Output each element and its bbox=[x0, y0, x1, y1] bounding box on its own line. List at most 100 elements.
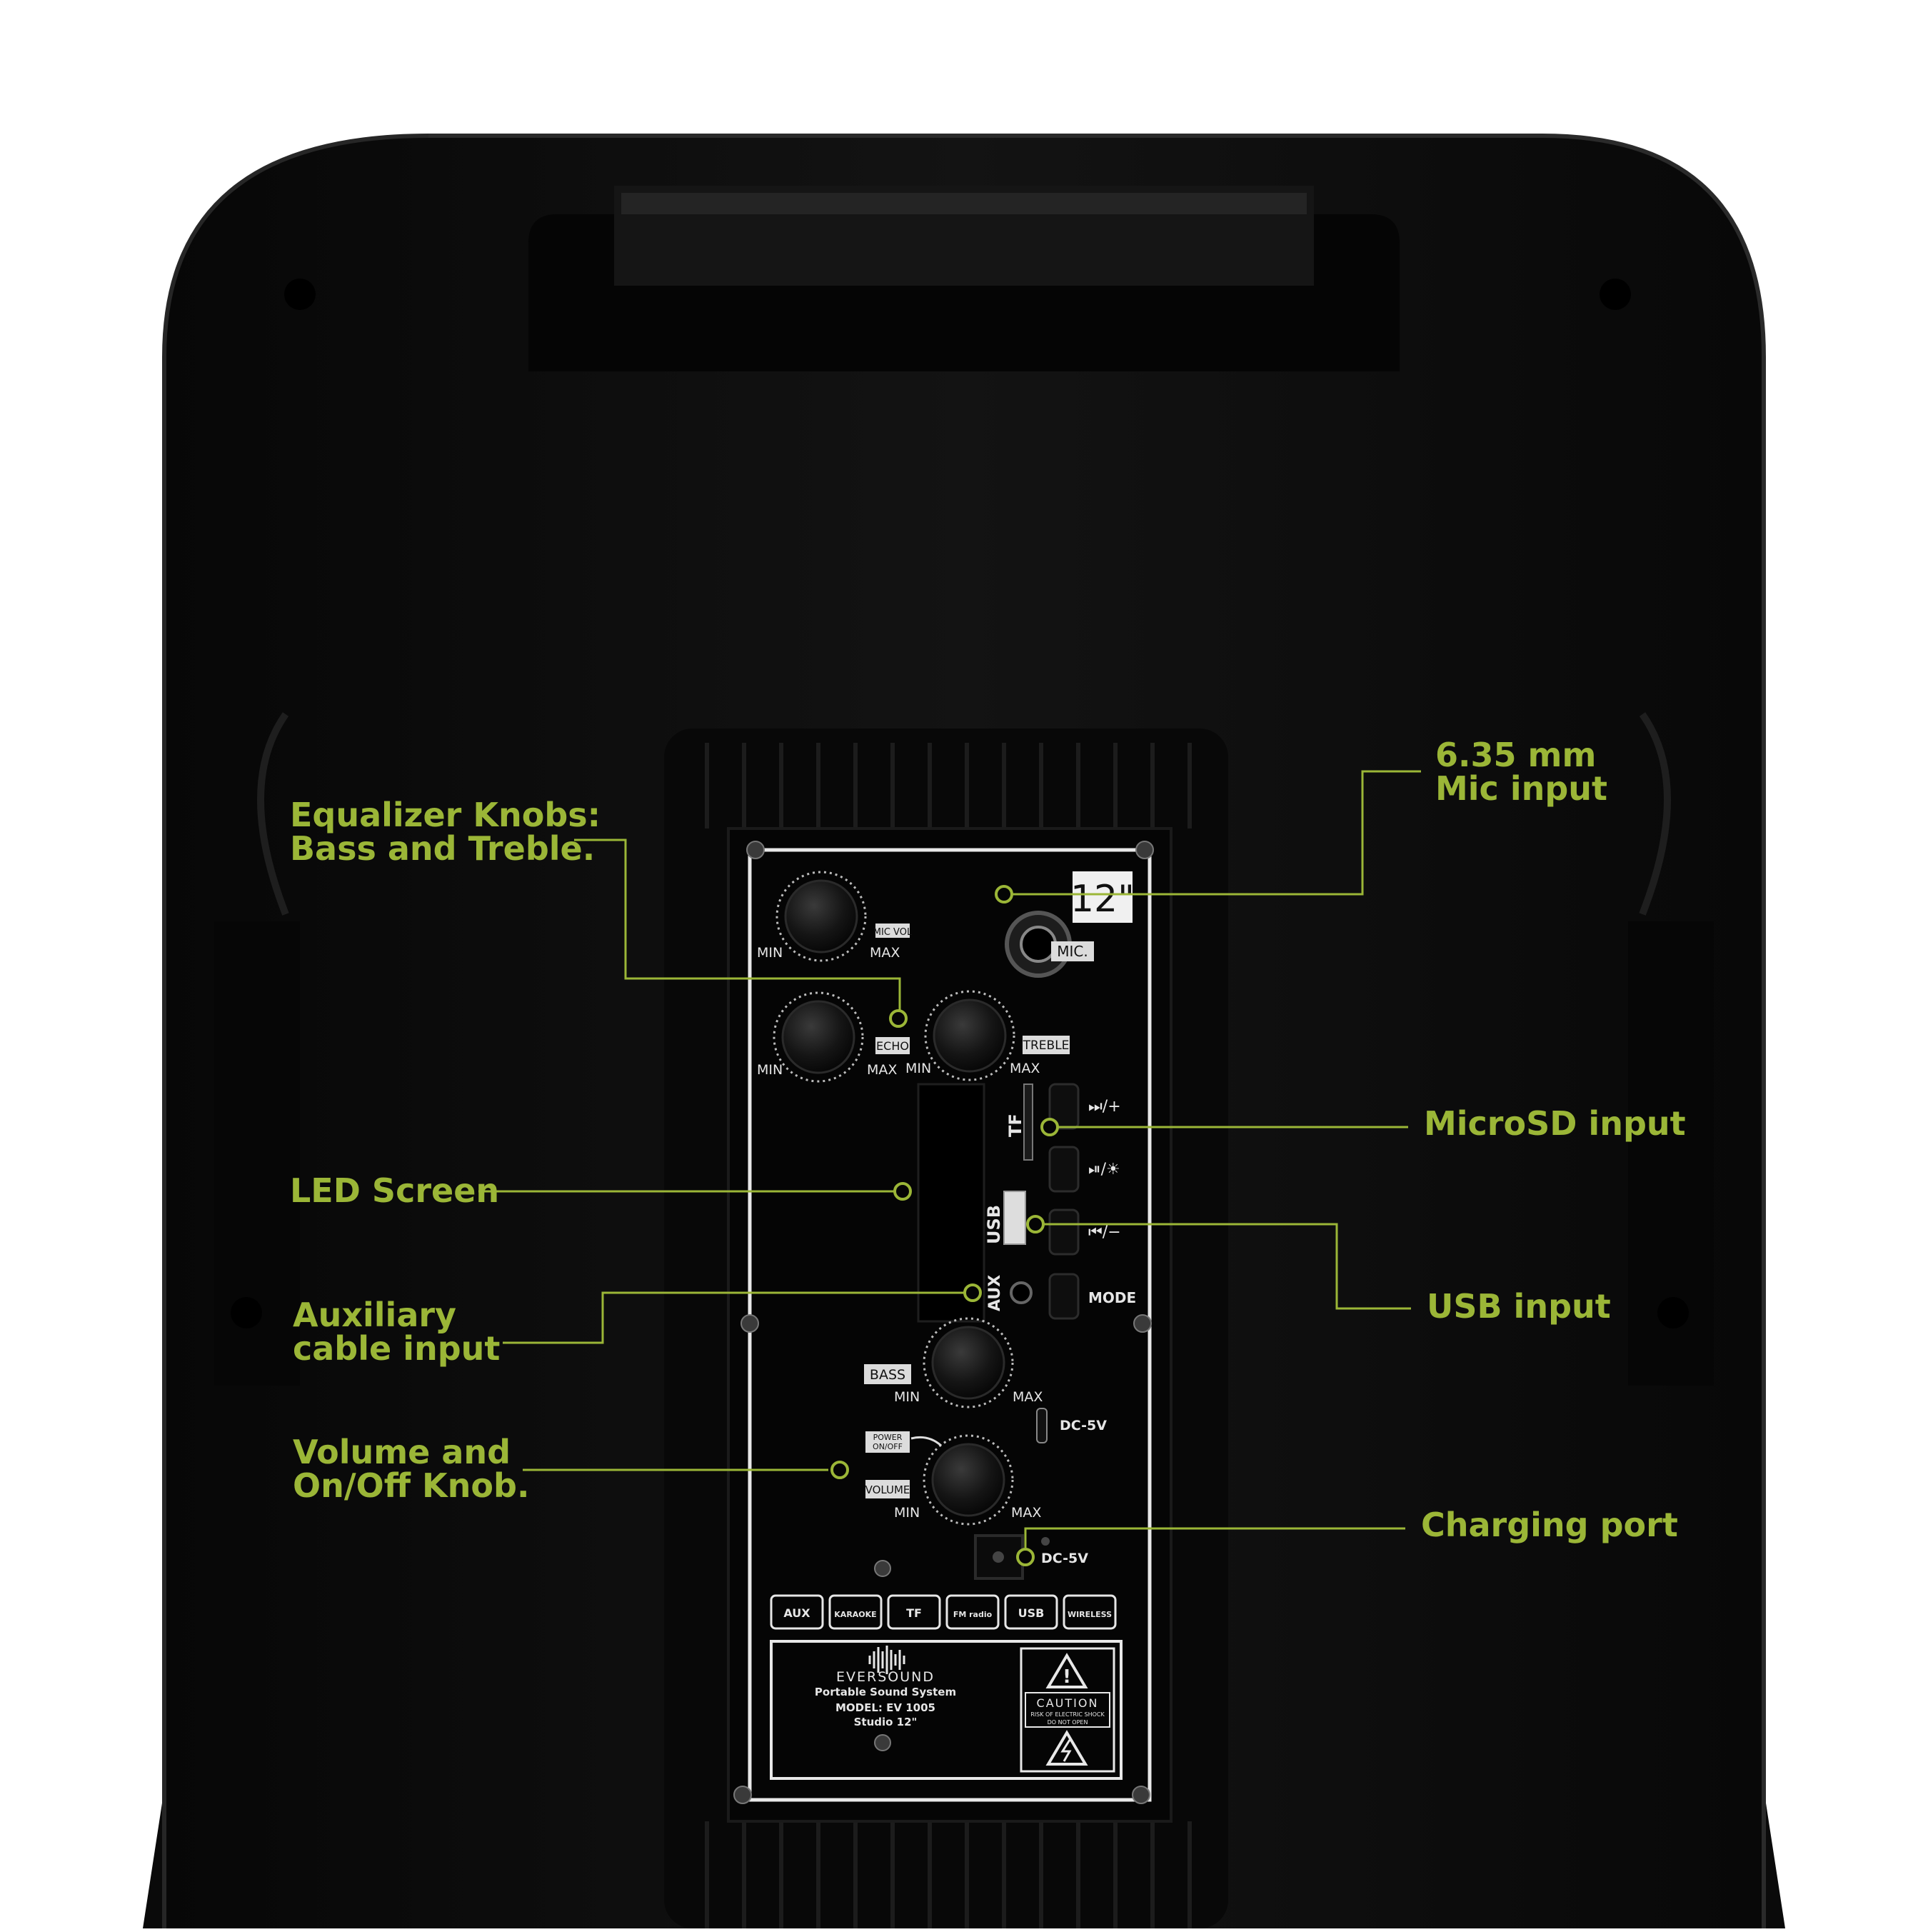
bass-max: MAX bbox=[1013, 1389, 1043, 1405]
callout-volume-line2: On/Off Knob. bbox=[293, 1466, 530, 1505]
brand-wave-icon bbox=[868, 1646, 905, 1674]
led-screen bbox=[917, 1083, 985, 1323]
volume-max: MAX bbox=[1011, 1505, 1041, 1521]
play-pause-button-label: ⏯/☀ bbox=[1088, 1161, 1120, 1178]
callout-dots bbox=[830, 885, 1059, 1566]
aux-jack[interactable] bbox=[1010, 1281, 1033, 1304]
caution-sub-1: RISK OF ELECTRIC SHOCK bbox=[1030, 1711, 1105, 1718]
power-label-2: ON/OFF bbox=[873, 1442, 903, 1451]
echo-knob[interactable] bbox=[773, 991, 864, 1083]
volume-min: MIN bbox=[894, 1505, 920, 1521]
svg-text:!: ! bbox=[1063, 1666, 1071, 1688]
next-button[interactable] bbox=[1048, 1083, 1080, 1130]
callout-charging-line1: Charging port bbox=[1421, 1506, 1678, 1544]
dot-usb bbox=[1026, 1215, 1045, 1233]
callout-equalizer: Equalizer Knobs: Bass and Treble. bbox=[290, 799, 601, 866]
warning-icon: ! bbox=[1045, 1653, 1088, 1688]
callout-usb-line1: USB input bbox=[1427, 1287, 1611, 1326]
dot-equalizer bbox=[889, 1009, 908, 1028]
tf-label: TF bbox=[1005, 1113, 1025, 1137]
echo-label: ECHO bbox=[876, 1039, 909, 1053]
feature-icon-box bbox=[1063, 1594, 1117, 1630]
mic-vol-min: MIN bbox=[757, 945, 783, 961]
echo-min: MIN bbox=[757, 1062, 783, 1078]
usb-port[interactable] bbox=[1003, 1191, 1026, 1245]
echo-max: MAX bbox=[867, 1062, 897, 1078]
callout-charging: Charging port bbox=[1421, 1508, 1678, 1542]
size-badge-text: 12" bbox=[1070, 878, 1135, 921]
callout-mic-line2: Mic input bbox=[1435, 769, 1608, 808]
caution-text: CAUTION bbox=[1037, 1696, 1099, 1710]
dot-volume bbox=[830, 1461, 849, 1479]
mic-vol-label: MIC VOL bbox=[873, 927, 913, 938]
leader-charging bbox=[1024, 1527, 1405, 1557]
callout-microsd-line1: MicroSD input bbox=[1424, 1104, 1686, 1143]
usb-label: USB bbox=[984, 1205, 1004, 1244]
control-panel: 12" MIC. MIC VOL MIN MAX ECHO MIN MAX bbox=[727, 827, 1173, 1823]
callout-equalizer-line1: Equalizer Knobs: bbox=[290, 796, 601, 834]
callout-aux-line2: cable input bbox=[293, 1329, 501, 1368]
bass-label: BASS bbox=[870, 1367, 905, 1383]
callout-mic-input: 6.35 mm Mic input bbox=[1435, 739, 1607, 806]
leader-aux bbox=[503, 1291, 970, 1344]
product-name: Portable Sound System bbox=[815, 1686, 956, 1698]
dot-led bbox=[893, 1182, 912, 1201]
info-label: EVERSOUND Portable Sound System MODEL: E… bbox=[770, 1640, 1123, 1780]
leader-mic bbox=[1004, 770, 1421, 896]
callout-equalizer-line2: Bass and Treble. bbox=[290, 829, 596, 868]
prev-button-label: ⏮/− bbox=[1088, 1223, 1121, 1241]
leader-equalizer bbox=[574, 839, 901, 1018]
feature-icon-box bbox=[770, 1594, 824, 1630]
aux-label: AUX bbox=[986, 1275, 1004, 1311]
treble-label: TREBLE bbox=[1023, 1038, 1070, 1053]
volume-label: VOLUME bbox=[865, 1483, 910, 1496]
callout-mic-line1: 6.35 mm bbox=[1435, 736, 1597, 774]
leader-lines bbox=[478, 770, 1421, 1557]
feature-icon-box bbox=[828, 1594, 883, 1630]
caution-sub-2: DO NOT OPEN bbox=[1048, 1719, 1088, 1726]
dot-mic bbox=[995, 885, 1013, 904]
prev-button[interactable] bbox=[1048, 1208, 1080, 1256]
callout-usb: USB input bbox=[1427, 1290, 1611, 1323]
treble-max: MAX bbox=[1010, 1061, 1040, 1076]
callout-volume-line1: Volume and bbox=[293, 1433, 511, 1471]
mode-button[interactable] bbox=[1048, 1273, 1080, 1320]
dot-microsd bbox=[1040, 1118, 1059, 1136]
dc-charging-port[interactable] bbox=[974, 1534, 1024, 1580]
dot-charging bbox=[1016, 1548, 1035, 1566]
feature-icon-box bbox=[887, 1594, 941, 1630]
bass-knob[interactable] bbox=[923, 1317, 1014, 1408]
callout-aux-line1: Auxiliary bbox=[293, 1296, 457, 1334]
mic-vol-max: MAX bbox=[870, 945, 900, 961]
leader-usb bbox=[1035, 1223, 1411, 1310]
power-label-1: POWER bbox=[873, 1433, 903, 1442]
feature-icon-label: KARAOKE bbox=[834, 1610, 876, 1619]
callout-volume: Volume and On/Off Knob. bbox=[293, 1436, 529, 1503]
callout-microsd: MicroSD input bbox=[1424, 1107, 1686, 1141]
electric-shock-icon bbox=[1045, 1730, 1088, 1766]
treble-min: MIN bbox=[905, 1061, 931, 1076]
callout-led-line1: LED Screen bbox=[290, 1171, 500, 1210]
dc5v-mini-port[interactable] bbox=[1036, 1408, 1048, 1443]
tf-slot[interactable] bbox=[1023, 1083, 1033, 1161]
studio-text: Studio 12" bbox=[854, 1716, 918, 1728]
feature-icon-label: FM radio bbox=[953, 1610, 993, 1619]
callout-aux: Auxiliary cable input bbox=[293, 1298, 500, 1366]
feature-icon-box bbox=[945, 1594, 1000, 1630]
feature-icon-label: AUX bbox=[783, 1606, 810, 1620]
size-badge bbox=[1073, 871, 1133, 923]
volume-knob[interactable] bbox=[923, 1434, 1014, 1526]
play-pause-button[interactable] bbox=[1048, 1146, 1080, 1193]
brand-name: EVERSOUND bbox=[836, 1669, 935, 1685]
bass-min: MIN bbox=[894, 1389, 920, 1405]
next-button-label: ⏭/+ bbox=[1088, 1098, 1121, 1116]
mic-vol-knob[interactable] bbox=[775, 871, 867, 962]
treble-knob[interactable] bbox=[924, 990, 1015, 1081]
callout-led-screen: LED Screen bbox=[290, 1174, 499, 1208]
mic-label: MIC. bbox=[1057, 943, 1088, 960]
dc5v-mini-label: DC-5V bbox=[1060, 1418, 1107, 1433]
feature-icon-label: USB bbox=[1018, 1606, 1045, 1620]
